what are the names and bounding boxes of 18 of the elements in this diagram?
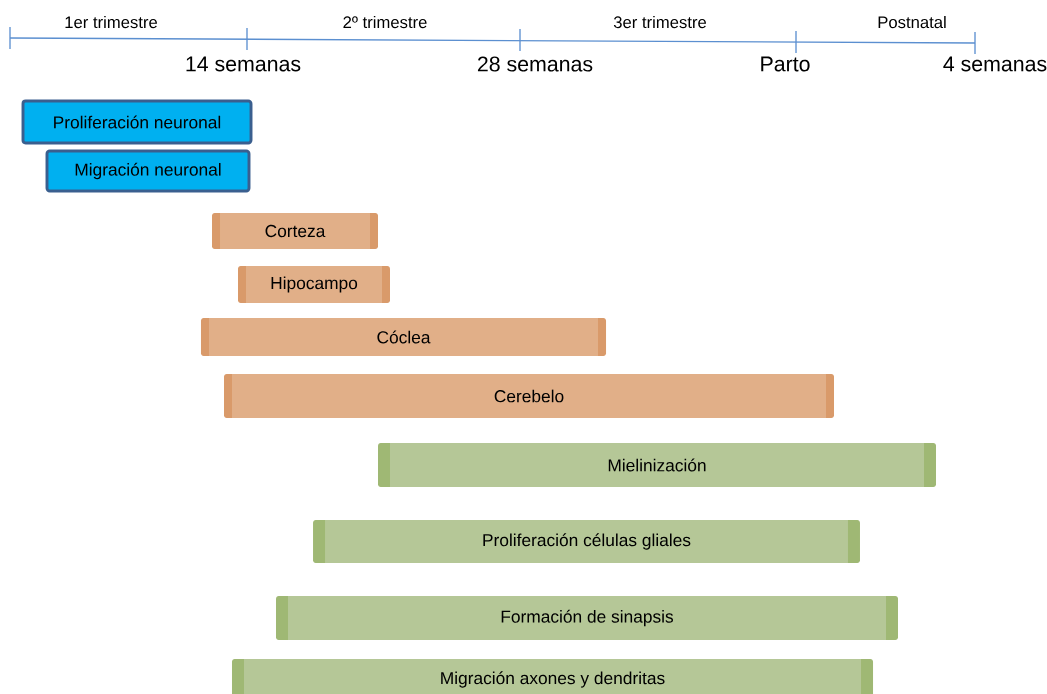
bar: Proliferación neuronal — [21, 99, 253, 145]
bar: Proliferación células gliales — [313, 520, 860, 563]
trimester-label: 2º trimestre — [343, 15, 427, 29]
bar: Formación de sinapsis — [276, 596, 898, 640]
bar: Migración neuronal — [45, 149, 251, 193]
bar: Corteza — [212, 213, 378, 249]
bar: Migración axones y dendritas — [231, 659, 874, 694]
bar: Hipocampo — [238, 266, 390, 304]
trimester-label: 1er trimestre — [65, 15, 157, 29]
trimester-label: Postnatal — [878, 15, 946, 29]
milestone-label: 14 semanas — [186, 56, 301, 72]
bar: Cóclea — [200, 318, 607, 356]
bar: Mielinización — [378, 443, 936, 487]
trimester-label: 3er trimestre — [613, 15, 706, 29]
milestone-label: Parto — [761, 56, 810, 72]
milestone-label: 28 semanas — [477, 56, 593, 72]
milestone-label: 4 semanas — [943, 56, 1047, 72]
bar: Cerebelo — [224, 374, 834, 418]
